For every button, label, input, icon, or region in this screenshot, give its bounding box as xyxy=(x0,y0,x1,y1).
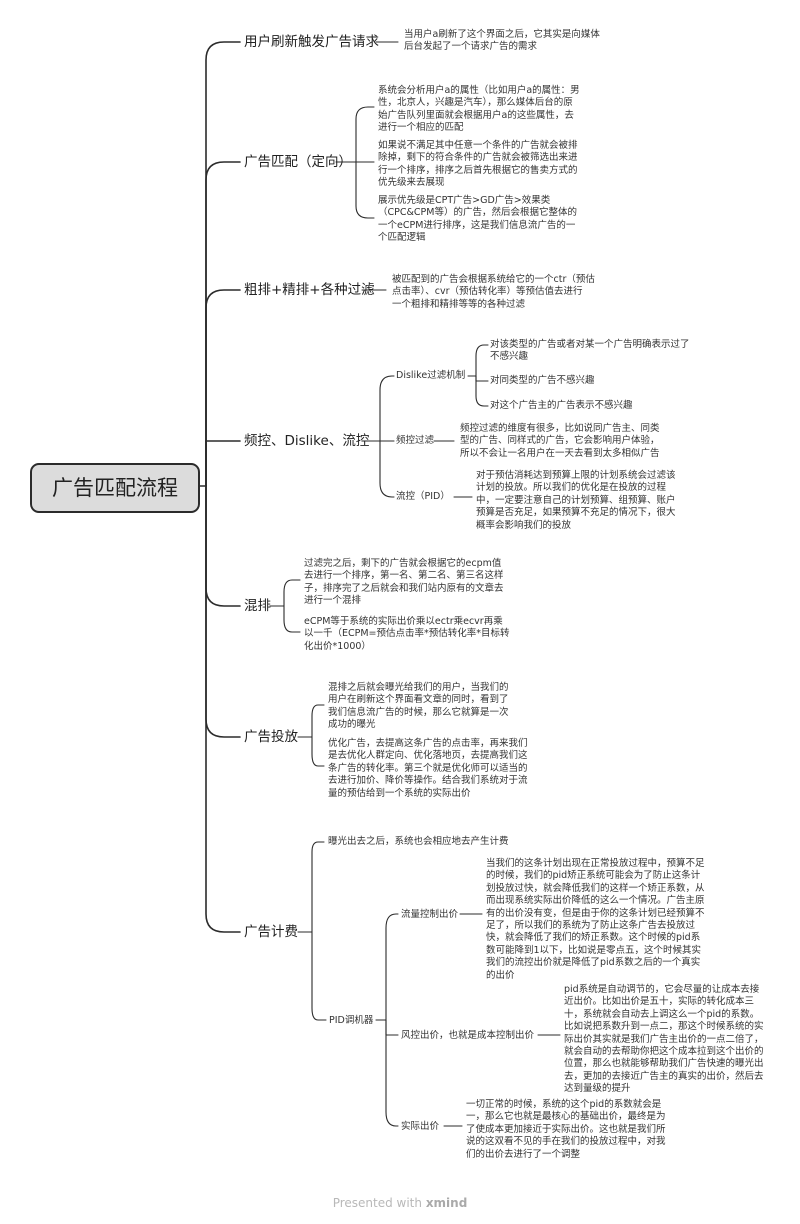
topic-ad-delivery[interactable]: 广告投放 xyxy=(244,729,298,745)
topic-dislike-filter[interactable]: Dislike过滤机制 xyxy=(396,370,466,381)
note-mixed-2: eCPM等于系统的实际出价乘以ectr乘ecvr再乘 以一千（ECPM=预估点击… xyxy=(304,616,510,652)
note-matching-1: 系统会分析用户a的属性（比如用户a的属性：男 性，北京人，兴趣是汽车），那么媒体… xyxy=(378,85,580,134)
topic-actual-bid[interactable]: 实际出价 xyxy=(401,1121,440,1132)
note-flow-control: 对于预估消耗达到预算上限的计划系统会过滤该 计划的投放。所以我们的优化是在投放的… xyxy=(476,470,676,531)
note-dislike-1: 对该类型的广告或者对某一个广告明确表示过了 不感兴趣 xyxy=(490,339,690,363)
note-frequency: 频控过滤的维度有很多，比如说同广告主、同类 型的广告、同样式的广告，它会影响用户… xyxy=(460,423,660,459)
note-matching-3: 展示优先级是CPT广告>GD广告>效果类 （CPC&CPM等）的广告，然后会根据… xyxy=(378,195,577,244)
topic-mixed-ranking[interactable]: 混排 xyxy=(244,598,271,614)
note-delivery-2: 优化广告，去提高这条广告的点击率，再来我们 是去优化人群定向、优化落地页，去提高… xyxy=(328,738,528,799)
note-dislike-2: 对同类型的广告不感兴趣 xyxy=(490,375,595,386)
topic-frequency-filter[interactable]: 频控过滤 xyxy=(396,435,435,446)
note-actual-bid: 一切正常的时候，系统的这个pid的系数就会是 一，那么它也就是最核心的基础出价，… xyxy=(466,1099,666,1160)
xmind-logo: xmind xyxy=(425,1196,468,1210)
topic-flow-control-bid[interactable]: 流量控制出价 xyxy=(401,909,459,920)
topic-ranking-filter[interactable]: 粗排+精排+各种过滤 xyxy=(244,282,375,298)
note-user-refresh: 当用户a刷新了这个界面之后，它其实是向媒体 后台发起了一个请求广告的需求 xyxy=(404,29,600,53)
note-ranking: 被匹配到的广告会根据系统给它的一个ctr（预估 点击率）、cvr（预估转化率）等… xyxy=(392,274,595,310)
note-dislike-3: 对这个广告主的广告表示不感兴趣 xyxy=(490,400,633,411)
note-matching-2: 如果说不满足其中任意一个条件的广告就会被排 除掉，剩下的符合条件的广告就会被筛选… xyxy=(378,140,578,189)
topic-ad-billing[interactable]: 广告计费 xyxy=(244,924,298,940)
topic-ad-matching[interactable]: 广告匹配（定向） xyxy=(244,154,352,170)
note-mixed-1: 过滤完之后，剩下的广告就会根据它的ecpm值 去进行一个排序，第一名、第二名、第… xyxy=(304,558,504,607)
note-flow-control-bid: 当我们的这条计划出现在正常投放过程中，预算不足 的时候，我们的pid矫正系统可能… xyxy=(486,858,705,981)
topic-pid-controller[interactable]: PID调机器 xyxy=(329,1015,374,1026)
footer-prefix: Presented with xyxy=(332,1196,422,1210)
topic-freq-dislike-flow[interactable]: 频控、Dislike、流控 xyxy=(244,433,370,449)
note-exposure-billing: 曝光出去之后，系统也会相应地去产生计费 xyxy=(328,836,509,847)
footer-credit: Presented with xmind xyxy=(0,1196,800,1210)
note-delivery-1: 混排之后就会曝光给我们的用户，当我们的 用户在刷新这个界面看文章的同时，看到了 … xyxy=(328,682,509,731)
root-topic[interactable]: 广告匹配流程 xyxy=(30,463,200,513)
topic-flow-control-pid[interactable]: 流控（PID） xyxy=(396,491,450,502)
topic-risk-control-bid[interactable]: 风控出价，也就是成本控制出价 xyxy=(401,1030,535,1041)
note-risk-control-bid: pid系统是自动调节的，它会尽量的让成本去接 近出价。比如出价是五十，实际的转化… xyxy=(564,984,764,1095)
topic-user-refresh[interactable]: 用户刷新触发广告请求 xyxy=(244,34,379,50)
